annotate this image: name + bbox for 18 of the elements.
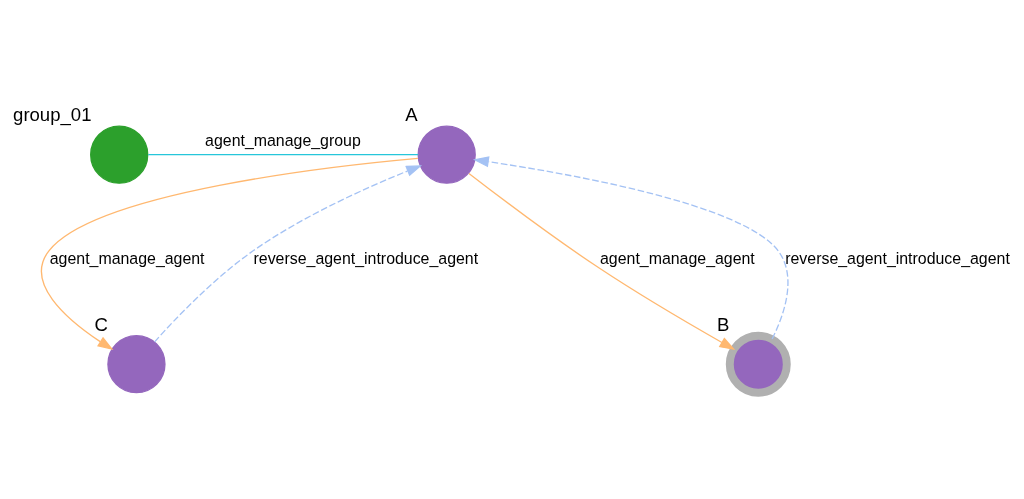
edge-label: reverse_agent_introduce_agent — [785, 249, 1010, 267]
arrow — [41, 157, 419, 351]
node-circle — [107, 335, 166, 394]
node-label: C — [94, 313, 109, 335]
arrow — [472, 156, 789, 340]
connector — [147, 154, 419, 156]
node-label: A — [405, 104, 418, 126]
node-label: group_01 — [13, 104, 92, 126]
node-circle — [417, 125, 476, 184]
edge-label: agent_manage_group — [205, 132, 361, 150]
edge-label: agent_manage_agent — [49, 249, 205, 267]
node-circle — [90, 125, 149, 184]
edge-label: agent_manage_agent — [600, 249, 755, 267]
arrow — [468, 172, 736, 351]
node-label: B — [716, 313, 730, 335]
arrow — [153, 165, 423, 343]
node-circle — [725, 331, 791, 397]
edge-label: reverse_agent_introduce_agent — [253, 249, 479, 267]
